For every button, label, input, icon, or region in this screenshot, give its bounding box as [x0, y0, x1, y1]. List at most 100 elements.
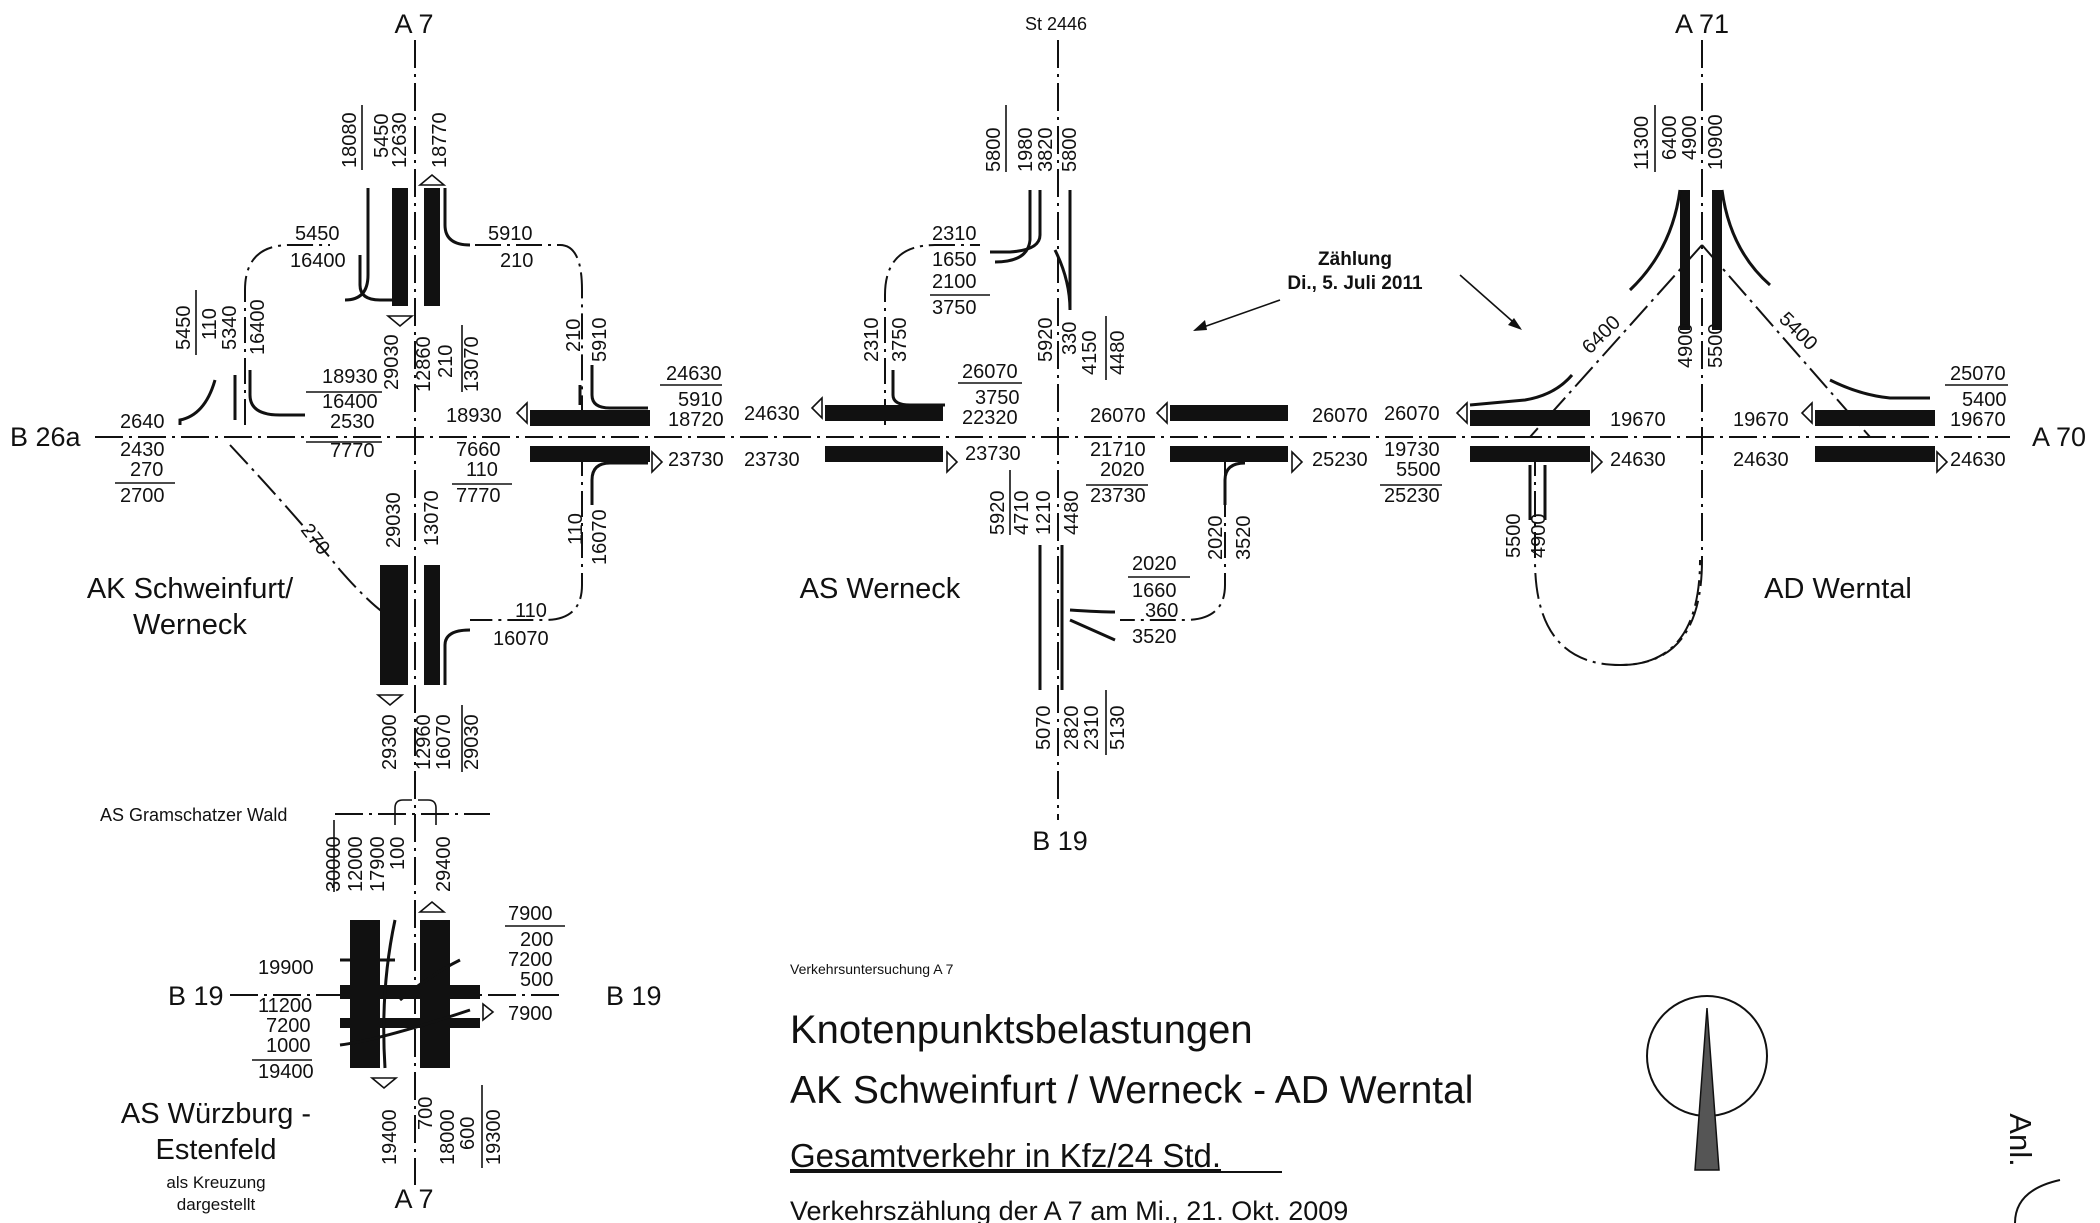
volume-label: 5910 — [488, 223, 533, 245]
volume-label: 26070 — [962, 361, 1018, 383]
road-b26a: B 26a — [10, 422, 82, 452]
volume-label: 13070 — [461, 336, 483, 392]
volume-label: 26070 — [1312, 405, 1368, 427]
node-gramschatz: AS Gramschatzer Wald — [100, 805, 287, 825]
volume-label: 4900 — [1528, 514, 1550, 559]
volume-label: 2430 — [120, 439, 165, 461]
volume-label: 5500 — [1503, 514, 1525, 559]
volume-label: 18930 — [446, 405, 502, 427]
volume-label: 1980 — [1015, 128, 1037, 173]
volume-label: 2640 — [120, 411, 165, 433]
volume-label: 6400 — [1659, 116, 1681, 161]
volume-label: 5130 — [1107, 706, 1129, 751]
volume-label: 29400 — [433, 836, 455, 892]
road-a7-north: A 7 — [394, 9, 433, 39]
title-block: Verkehrsuntersuchung A 7 Knotenpunktsbel… — [790, 961, 1473, 1223]
volume-label: 5920 — [1035, 318, 1057, 363]
volume-label: 5910 — [678, 389, 723, 411]
volume-label: 5450 — [173, 306, 195, 351]
volume-label: 5400 — [1962, 389, 2007, 411]
volume-label: 500 — [520, 969, 553, 991]
volume-label: 7200 — [266, 1015, 311, 1037]
north-arrow — [1647, 996, 1767, 1170]
volume-label: 200 — [520, 929, 553, 951]
volume-label: 5800 — [1059, 128, 1081, 173]
volume-label: 3750 — [975, 387, 1020, 409]
volume-label: 4900 — [1675, 324, 1697, 369]
volume-label: 26070 — [1384, 403, 1440, 425]
volume-label: 19670 — [1950, 409, 2006, 431]
annex-badge: Anl. — [2003, 1113, 2060, 1223]
volume-label: 18080 — [339, 112, 361, 168]
volume-label: 3750 — [889, 318, 911, 363]
volume-label: 12960 — [413, 714, 435, 770]
volume-label: 24630 — [666, 363, 722, 385]
volume-label: 24630 — [744, 403, 800, 425]
node-ak-line1: AK Schweinfurt/ — [87, 573, 294, 605]
volume-label: 210 — [563, 319, 585, 352]
volume-label: 13070 — [421, 490, 443, 546]
road-b19-east: B 19 — [606, 981, 662, 1011]
volume-label: 110 — [565, 513, 587, 545]
node-wue-line2: Estenfeld — [156, 1134, 277, 1166]
volume-label: 4480 — [1107, 331, 1129, 376]
volume-label: 270 — [130, 459, 163, 481]
volume-label: 1660 — [1132, 580, 1177, 602]
road-a7-south: A 7 — [394, 1184, 433, 1214]
volume-label: 110 — [466, 459, 498, 481]
road-b19-mid: B 19 — [1032, 826, 1088, 856]
volume-label: 360 — [1145, 600, 1178, 622]
volume-label: 25070 — [1950, 363, 2006, 385]
volume-label: 2310 — [932, 223, 977, 245]
volume-label: 2020 — [1205, 516, 1227, 561]
volume-label: 24630 — [1610, 449, 1666, 471]
volume-label: 5920 — [987, 491, 1009, 536]
volume-label: 100 — [387, 837, 409, 870]
volume-label: 7200 — [508, 949, 553, 971]
volume-label: 7660 — [456, 439, 501, 461]
volume-label: 19730 — [1384, 439, 1440, 461]
volume-label: 2100 — [932, 271, 977, 293]
volume-label: 2820 — [1061, 706, 1083, 751]
heading: Knotenpunktsbelastungen — [790, 1008, 1253, 1052]
volume-label: 29030 — [461, 714, 483, 770]
volume-label: 5070 — [1033, 706, 1055, 751]
volume-label: 3520 — [1132, 626, 1177, 648]
volume-label: 4150 — [1079, 331, 1101, 376]
volume-label: 2310 — [1081, 706, 1103, 751]
study-title: Verkehrsuntersuchung A 7 — [790, 961, 954, 977]
volume-label: 2020 — [1100, 459, 1145, 481]
volume-label: 23730 — [744, 449, 800, 471]
node-ak-line2: Werneck — [133, 609, 247, 641]
volume-label: 7770 — [330, 440, 375, 462]
road-st2446: St 2446 — [1025, 14, 1087, 34]
volume-label: 4900 — [1679, 116, 1701, 161]
volume-label: 22320 — [962, 407, 1018, 429]
volume-label: 4710 — [1011, 491, 1033, 536]
volume-label: 19900 — [258, 957, 314, 979]
count-note: Zählung Di., 5. Juli 2011 — [1287, 249, 1423, 294]
volume-label: 3820 — [1035, 128, 1057, 173]
volume-label: 5340 — [219, 306, 241, 351]
road-a71: A 71 — [1675, 9, 1729, 39]
node-wue-line1: AS Würzburg - — [121, 1098, 311, 1130]
count-note-line1: Zählung — [1318, 249, 1392, 270]
volume-label: 7900 — [508, 1003, 553, 1025]
volume-label: 21710 — [1090, 439, 1146, 461]
volume-label: 5910 — [589, 318, 611, 363]
volume-label: 16070 — [493, 628, 549, 650]
volume-label: 210 — [435, 345, 457, 378]
volume-label: 29030 — [381, 334, 403, 390]
volume-label: 5800 — [983, 128, 1005, 173]
node-wue-note2: dargestellt — [177, 1195, 256, 1214]
volume-label: 10900 — [1705, 114, 1727, 170]
volume-label: 19300 — [483, 1109, 505, 1165]
volume-label: 210 — [500, 250, 533, 272]
volume-label: 26070 — [1090, 405, 1146, 427]
count-note-line2: Di., 5. Juli 2011 — [1287, 273, 1423, 294]
volume-label: 3520 — [1233, 516, 1255, 561]
volume-label: 16400 — [290, 250, 346, 272]
volume-label: 18770 — [429, 112, 451, 168]
volume-label: 5500 — [1396, 459, 1441, 481]
volume-label: 29300 — [379, 714, 401, 770]
